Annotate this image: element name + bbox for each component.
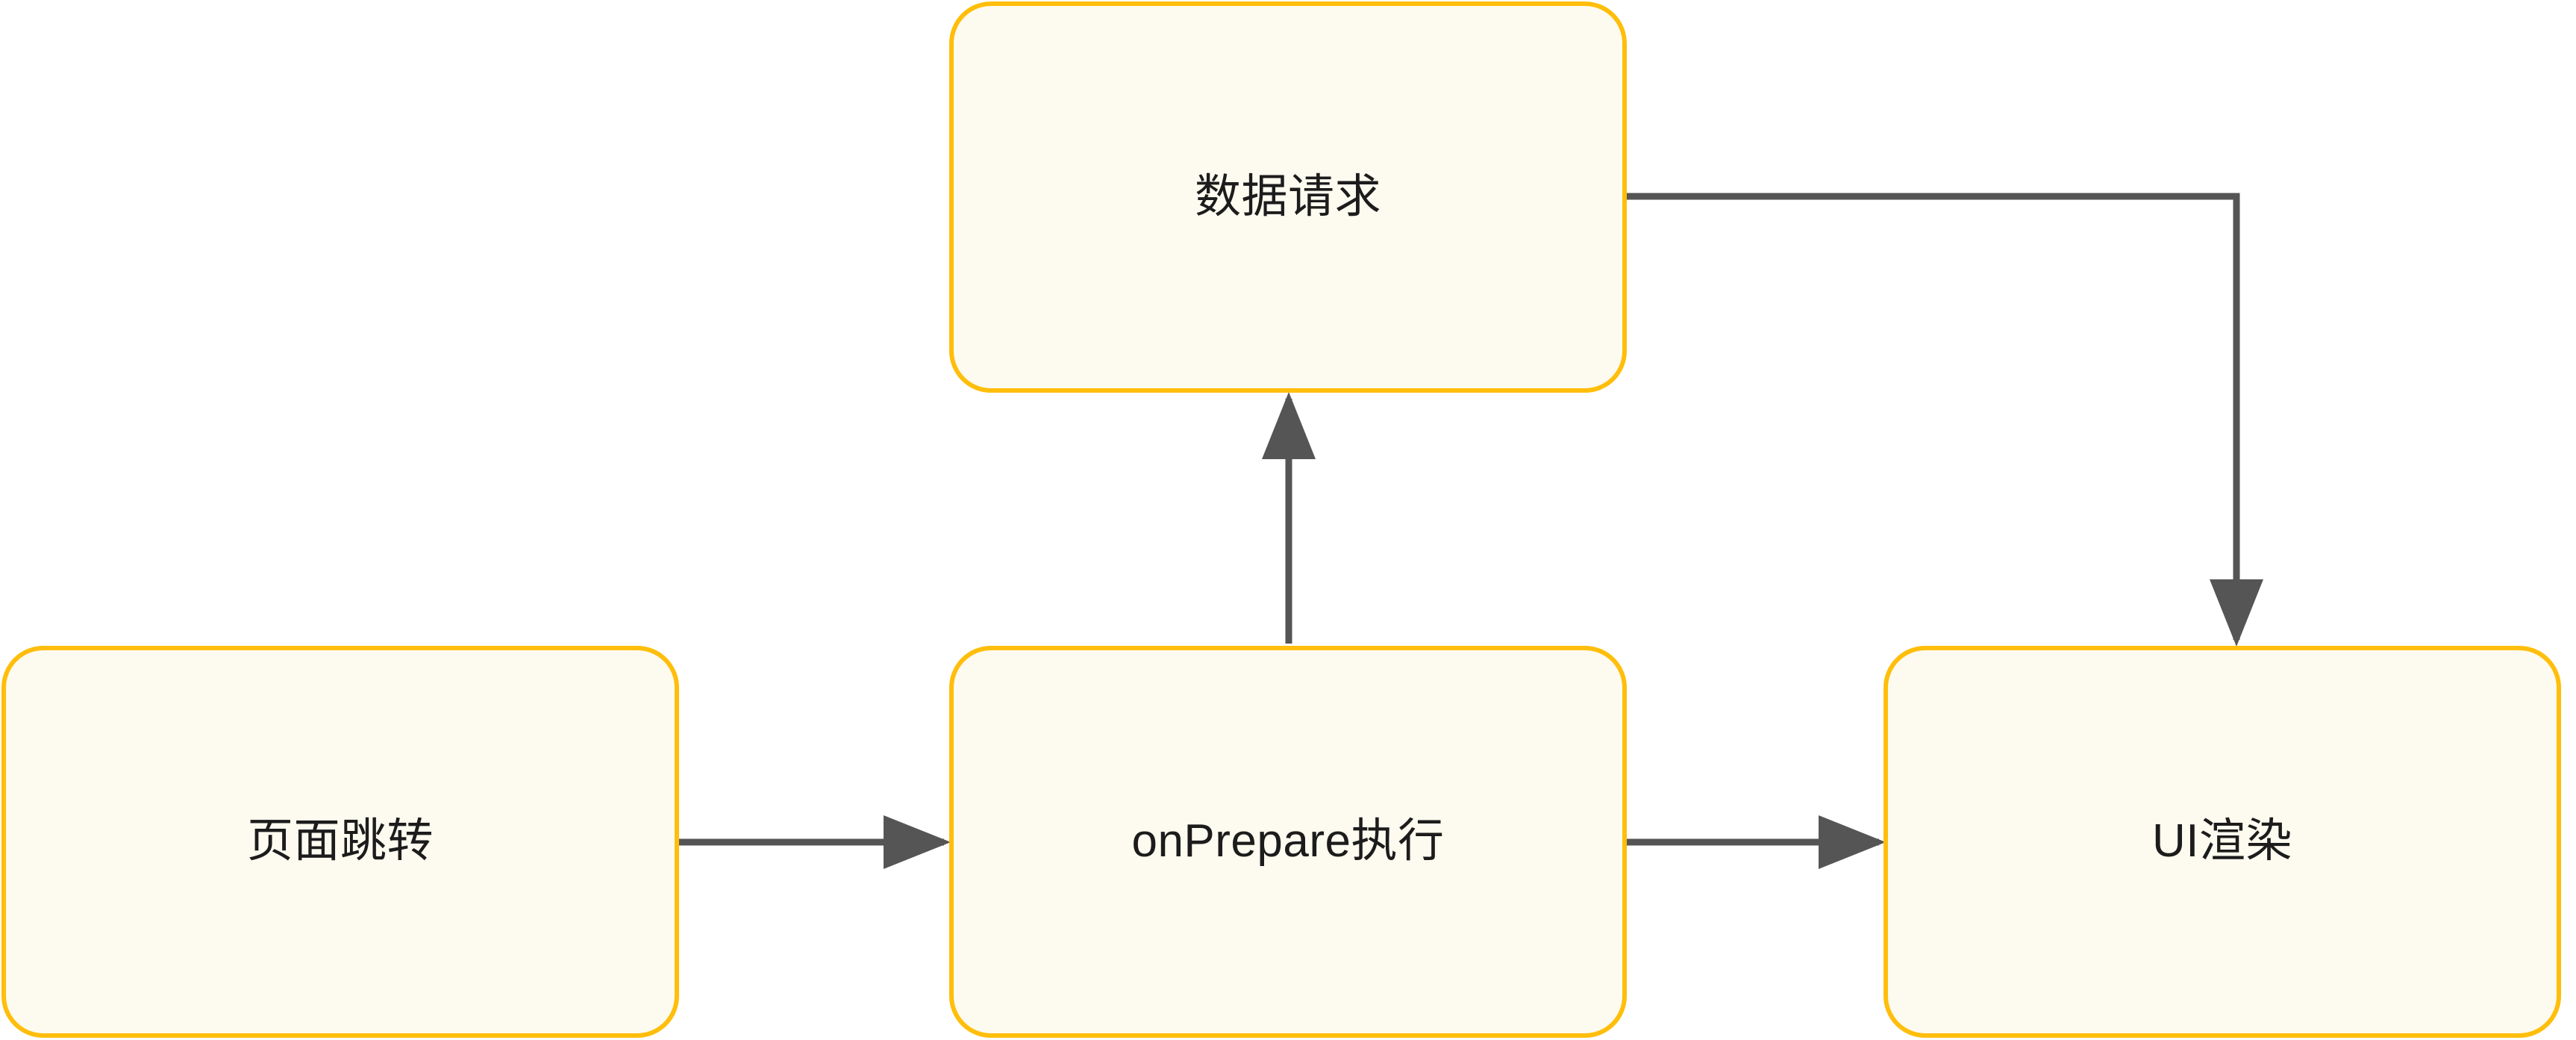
node-data-request-label: 数据请求	[1194, 170, 1381, 222]
node-data-request[interactable]: 数据请求	[949, 1, 1627, 393]
edge-data-request-to-ui-render	[1627, 193, 2263, 647]
node-ui-render-label: UI渲染	[2151, 815, 2292, 868]
node-ui-render[interactable]: UI渲染	[1883, 646, 2561, 1038]
node-page-nav-label: 页面跳转	[246, 815, 434, 868]
node-on-prepare[interactable]: onPrepare执行	[949, 646, 1627, 1038]
node-page-nav[interactable]: 页面跳转	[1, 646, 679, 1038]
node-on-prepare-label: onPrepare执行	[1131, 815, 1445, 868]
